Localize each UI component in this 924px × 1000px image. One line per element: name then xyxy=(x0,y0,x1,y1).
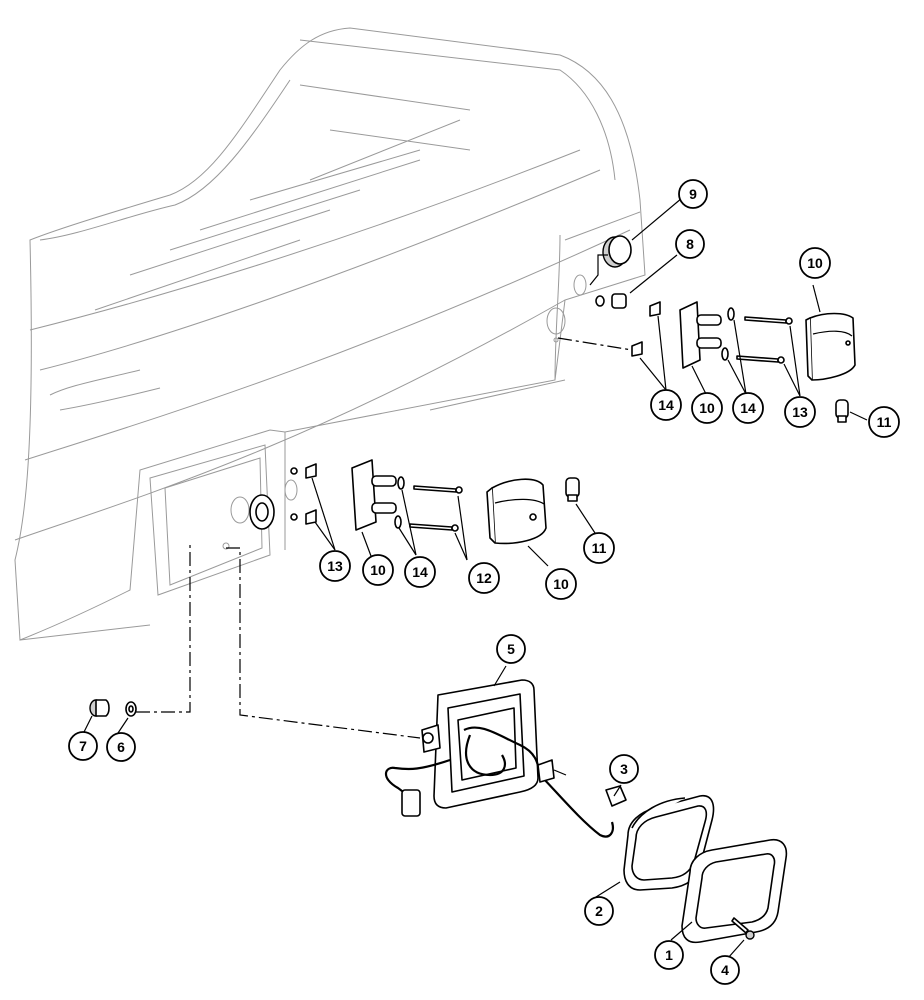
callout-6: 6 xyxy=(106,732,136,762)
callout-13: 13 xyxy=(319,550,351,582)
screws-part-12-right xyxy=(736,316,793,364)
svg-text:9: 9 xyxy=(689,186,697,202)
bezel-part-1 xyxy=(681,838,788,944)
washers-part-14-left xyxy=(394,476,405,529)
svg-text:14: 14 xyxy=(740,400,756,416)
callout-10: 10 xyxy=(691,392,723,424)
svg-text:2: 2 xyxy=(595,903,603,919)
svg-text:8: 8 xyxy=(686,236,694,252)
svg-text:1: 1 xyxy=(665,947,673,963)
lamp-wiring xyxy=(384,726,614,838)
bulb-part-11-left xyxy=(565,477,580,502)
bracket-part-10-right xyxy=(679,301,722,369)
callout-14: 14 xyxy=(404,556,436,588)
callout-13: 14 xyxy=(650,389,682,421)
callout-14: 14 xyxy=(732,392,764,424)
callout-10: 10 xyxy=(362,554,394,586)
svg-text:11: 11 xyxy=(877,414,892,430)
callout-12: 12 xyxy=(468,562,500,594)
screw-part-4 xyxy=(731,917,755,940)
svg-text:10: 10 xyxy=(370,562,386,578)
svg-text:6: 6 xyxy=(117,739,125,755)
callout-4: 4 xyxy=(710,955,740,985)
svg-text:5: 5 xyxy=(507,641,515,657)
svg-text:10: 10 xyxy=(699,400,715,416)
svg-text:3: 3 xyxy=(620,761,628,777)
svg-text:10: 10 xyxy=(807,255,823,271)
svg-text:13: 13 xyxy=(792,404,808,420)
callout-5: 5 xyxy=(496,634,526,664)
callouts: 9 8 10 14 10 14 13 11 13 10 14 12 11 10 … xyxy=(68,179,900,985)
svg-text:14: 14 xyxy=(412,564,428,580)
svg-text:14: 14 xyxy=(658,397,674,413)
callout-10: 10 xyxy=(545,568,577,600)
body-grommet xyxy=(249,494,275,530)
svg-text:10: 10 xyxy=(553,576,569,592)
clip-pair-13-left xyxy=(290,463,317,525)
plug-part-9 xyxy=(602,235,632,268)
svg-text:13: 13 xyxy=(327,558,343,574)
screws-part-12-left xyxy=(409,485,463,532)
bulb-part-11-right xyxy=(835,399,849,423)
callout-10: 10 xyxy=(799,247,831,279)
svg-text:4: 4 xyxy=(721,962,729,978)
svg-text:7: 7 xyxy=(79,738,87,754)
bushing-part-8 xyxy=(595,293,627,309)
washers-part-14-right xyxy=(721,307,735,361)
callout-1: 1 xyxy=(654,940,684,970)
nut-part-7 xyxy=(89,699,110,717)
leader-lines xyxy=(83,197,868,959)
callout-3: 3 xyxy=(609,754,639,784)
bracket-part-10-left xyxy=(351,459,397,531)
callout-11: 11 xyxy=(868,406,900,438)
svg-text:12: 12 xyxy=(476,570,492,586)
callout-12: 13 xyxy=(784,396,816,428)
lamp-body-part-5 xyxy=(421,679,539,809)
callout-7: 7 xyxy=(68,731,98,761)
callout-2: 2 xyxy=(584,896,614,926)
callout-8: 8 xyxy=(675,229,705,259)
callout-9: 9 xyxy=(678,179,708,209)
lamp-housing-part-10-left xyxy=(486,478,547,545)
svg-text:11: 11 xyxy=(592,540,607,556)
callout-11: 11 xyxy=(583,532,615,564)
washer-part-6 xyxy=(125,701,137,717)
bulb-part-3 xyxy=(605,785,627,807)
clip-pair-13-right xyxy=(631,301,661,357)
lamp-housing-part-10-right xyxy=(805,312,856,381)
hood-body-outline xyxy=(14,27,646,641)
